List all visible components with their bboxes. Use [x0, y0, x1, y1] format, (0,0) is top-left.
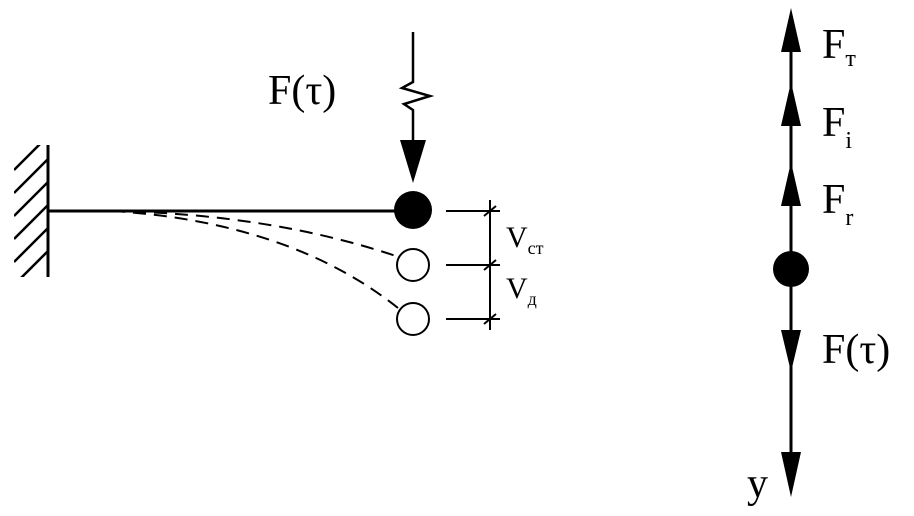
force-label-fi: Fi [822, 100, 852, 154]
mass-static-position [396, 248, 430, 282]
mass-dynamic-position [396, 302, 430, 336]
load-label: F(τ) [268, 68, 336, 114]
axis-label-y: y [747, 461, 768, 507]
static-deflection-label: Vст [506, 221, 544, 258]
axis-arrow-y [781, 452, 801, 497]
force-arrow-fr [781, 162, 801, 206]
force-arrow-f-tau [781, 330, 801, 372]
force-arrow-ft [781, 8, 801, 52]
dimension-lines [446, 200, 500, 330]
force-arrow-fi [781, 82, 801, 126]
force-label-ft: Fт [822, 22, 856, 72]
mass-initial [394, 191, 432, 229]
dynamic-deflection-label: Vд [506, 272, 537, 309]
load-arrow [398, 32, 435, 183]
free-body-diagram [773, 8, 809, 497]
dynamic-deflection-curve [111, 210, 399, 309]
static-deflection-curve [111, 210, 397, 257]
fixed-support [14, 145, 50, 277]
force-label-f-tau: F(τ) [822, 327, 890, 373]
mass-point [773, 251, 809, 287]
force-label-fr: Fr [822, 177, 853, 231]
